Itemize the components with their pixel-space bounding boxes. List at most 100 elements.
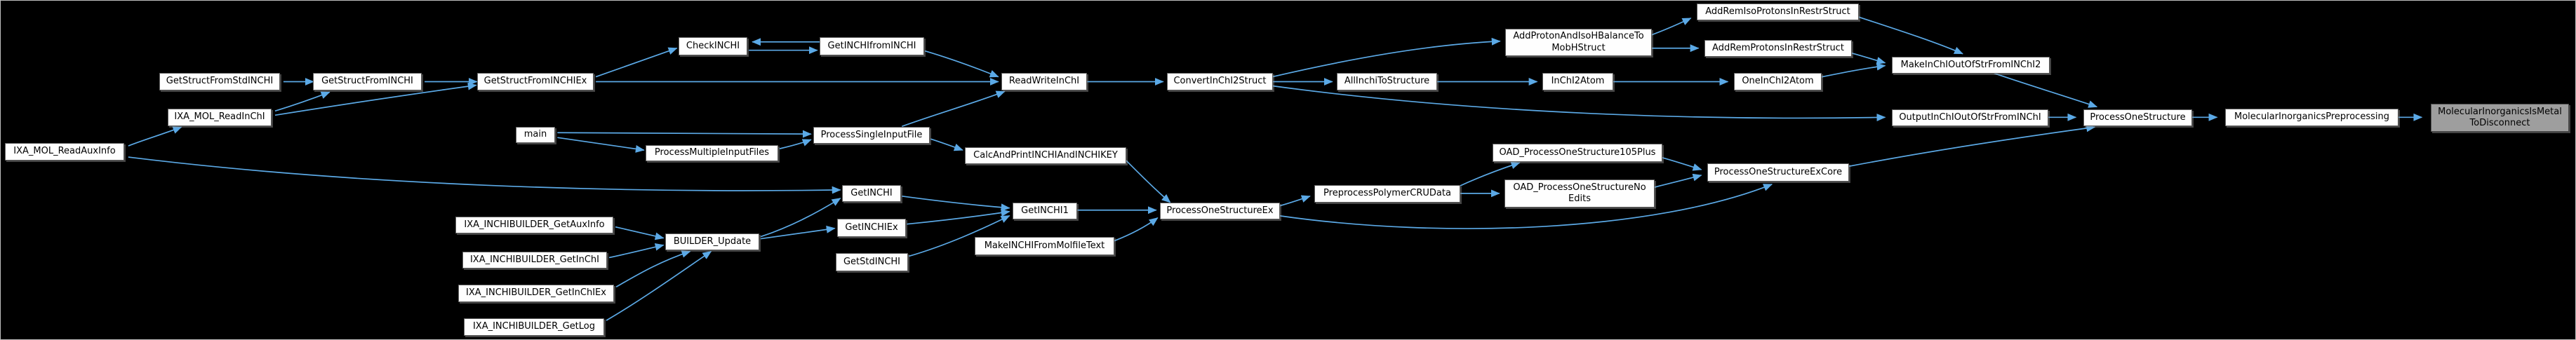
node-label: ProcessOneStructureExCore xyxy=(1714,166,1843,177)
edge-IXA_INCHIBUILDER_GetInChI-to-BUILDER_Update xyxy=(608,243,665,259)
node-IXA_INCHIBUILDER_GetLog[interactable]: IXA_INCHIBUILDER_GetLog xyxy=(464,318,604,336)
node-IXA_MOL_ReadAuxInfo[interactable]: IXA_MOL_ReadAuxInfo xyxy=(5,143,124,161)
edge-IXA_MOL_ReadAuxInfo-to-IXA_MOL_ReadInChI xyxy=(128,126,182,147)
node-ProcessSingleInputFile[interactable]: ProcessSingleInputFile xyxy=(813,127,930,144)
node-label: MolecularInorganicsPreprocessing xyxy=(2234,111,2389,123)
node-ConvertInChI2Struct[interactable]: ConvertInChI2Struct xyxy=(1167,73,1273,90)
node-GetINCHI[interactable]: GetINCHI xyxy=(842,185,901,202)
node-label: IXA_INCHIBUILDER_GetLog xyxy=(472,321,596,332)
node-label: MakeInChIOutOfStrFromINChI2 xyxy=(1900,59,2041,70)
edge-ProcessOneStructureEx-to-PreprocessPolymerCRUData xyxy=(1279,195,1311,207)
node-label: OAD_ProcessOneStructureNo xyxy=(1513,182,1646,193)
node-ProcessMultipleInputFiles[interactable]: ProcessMultipleInputFiles xyxy=(646,145,778,161)
node-MolecularInorganicsPreprocessing[interactable]: MolecularInorganicsPreprocessing xyxy=(2225,109,2398,126)
node-ProcessOneStructure[interactable]: ProcessOneStructure xyxy=(2083,109,2192,126)
edge-main-to-ProcessMultipleInputFiles xyxy=(557,137,645,153)
node-OAD_ProcessOneStructure105Plus[interactable]: OAD_ProcessOneStructure105Plus xyxy=(1493,144,1662,162)
node-label: GetINCHI xyxy=(850,187,893,198)
node-label: MolecularInorganicsIsMetal xyxy=(2438,106,2562,117)
edge-ConvertInChI2Struct-to-OutputInChIOutOfStrFromINChI xyxy=(1272,85,1886,122)
node-AddRemProtonsInRestrStruct[interactable]: AddRemProtonsInRestrStruct xyxy=(1704,40,1852,57)
node-main[interactable]: main xyxy=(516,127,555,143)
node-label: IXA_INCHIBUILDER_GetInChIEx xyxy=(466,287,606,299)
node-label: GetINCHIEx xyxy=(845,222,898,233)
node-label: MobHStruct xyxy=(1551,42,1606,53)
node-label: CheckINCHI xyxy=(686,40,740,51)
node-IXA_MOL_ReadInChI[interactable]: IXA_MOL_ReadInChI xyxy=(168,109,272,126)
node-ProcessOneStructureExCore[interactable]: ProcessOneStructureExCore xyxy=(1707,163,1849,182)
edge-ProcessMultipleInputFiles-to-ProcessSingleInputFile xyxy=(779,139,812,149)
node-GetStructFromINCHIEx[interactable]: GetStructFromINCHIEx xyxy=(477,73,594,90)
edge-ProcessSingleInputFile-to-CalcAndPrintINCHIAndINCHIKEY xyxy=(930,138,963,151)
node-label: GetINCHI1 xyxy=(1021,205,1069,216)
node-label: OutputInChIOutOfStrFromINChI xyxy=(1899,111,2041,123)
edge-IXA_MOL_ReadAuxInfo-to-GetINCHI xyxy=(128,156,841,194)
edge-GetINCHI-to-GetINCHI1 xyxy=(902,196,1010,212)
node-label: GetStdINCHI xyxy=(843,256,900,267)
edge-IXA_INCHIBUILDER_GetInChIEx-to-BUILDER_Update xyxy=(615,250,691,288)
node-GetStructFromINCHI[interactable]: GetStructFromINCHI xyxy=(313,73,422,90)
edge-OAD_ProcessOneStructureNoEdits-to-ProcessOneStructureExCore xyxy=(1652,173,1702,189)
node-label: AddProtonAndIsoHBalanceTo xyxy=(1513,31,1644,42)
edge-AddProtonAndIsoHBalanceToMobHStruct-to-AddRemIsoProtonsInRestrStruct xyxy=(1649,18,1692,36)
node-ProcessOneStructureEx[interactable]: ProcessOneStructureEx xyxy=(1160,203,1280,219)
edge-AddRemProtonsInRestrStruct-to-MakeInChIOutOfStrFromINChI2 xyxy=(1848,51,1886,64)
node-MakeInChIOutOfStrFromINChI2[interactable]: MakeInChIOutOfStrFromINChI2 xyxy=(1892,57,2050,74)
node-GetINCHIfromINCHI[interactable]: GetINCHIfromINCHI xyxy=(820,37,924,55)
node-label: OAD_ProcessOneStructure105Plus xyxy=(1499,147,1656,158)
node-GetStructFromStdINCHI[interactable]: GetStructFromStdINCHI xyxy=(159,73,280,90)
node-label: AllInchiToStructure xyxy=(1344,76,1430,87)
node-label: ProcessOneStructure xyxy=(2090,111,2186,123)
node-InChI2Atom[interactable]: InChI2Atom xyxy=(1542,73,1613,90)
node-label: MakeINCHIFromMolfileText xyxy=(984,240,1105,251)
edge-GetINCHIfromINCHI-to-ReadWriteInChI xyxy=(924,50,999,78)
node-label: IXA_MOL_ReadInChI xyxy=(174,111,265,123)
edge-IXA_INCHIBUILDER_GetAuxInfo-to-BUILDER_Update xyxy=(615,226,665,240)
node-GetINCHIEx[interactable]: GetINCHIEx xyxy=(837,219,906,237)
edge-main-to-ProcessSingleInputFile xyxy=(557,130,812,138)
edge-BUILDER_Update-to-GetINCHIEx xyxy=(760,225,836,240)
node-CheckINCHI[interactable]: CheckINCHI xyxy=(679,37,747,55)
node-label: IXA_INCHIBUILDER_GetInChI xyxy=(469,254,600,265)
node-label: ConvertInChI2Struct xyxy=(1173,76,1267,87)
node-label: PreprocessPolymerCRUData xyxy=(1323,188,1451,199)
edge-GetStdINCHI-to-GetINCHI1 xyxy=(909,215,1010,257)
node-label: IXA_MOL_ReadAuxInfo xyxy=(13,146,116,157)
edge-BUILDER_Update-to-GetINCHI xyxy=(760,198,841,238)
node-IXA_INCHIBUILDER_GetInChI[interactable]: IXA_INCHIBUILDER_GetInChI xyxy=(462,252,607,268)
node-PreprocessPolymerCRUData[interactable]: PreprocessPolymerCRUData xyxy=(1314,185,1460,203)
edge-ProcessSingleInputFile-to-ReadWriteInChI xyxy=(901,90,1006,128)
edge-ProcessOneStructureEx-to-ProcessOneStructureExCore xyxy=(1279,184,1773,229)
node-label: OneInChI2Atom xyxy=(1742,76,1814,87)
node-label: GetStructFromINCHIEx xyxy=(483,76,587,87)
node-label: Edits xyxy=(1568,193,1591,204)
node-label: main xyxy=(523,129,547,140)
node-AddRemIsoProtonsInRestrStruct[interactable]: AddRemIsoProtonsInRestrStruct xyxy=(1697,4,1859,20)
node-IXA_INCHIBUILDER_GetInChIEx[interactable]: IXA_INCHIBUILDER_GetInChIEx xyxy=(458,285,614,302)
edge-GetStructFromINCHIEx-to-CheckINCHI xyxy=(595,47,678,78)
edge-ConvertInChI2Struct-to-AddProtonAndIsoHBalanceToMobHStruct xyxy=(1272,37,1501,78)
node-BUILDER_Update[interactable]: BUILDER_Update xyxy=(665,233,759,250)
edge-AddRemIsoProtonsInRestrStruct-to-MakeInChIOutOfStrFromINChI2 xyxy=(1855,15,1963,55)
node-OutputInChIOutOfStrFromINChI[interactable]: OutputInChIOutOfStrFromINChI xyxy=(1892,109,2048,126)
edge-MakeINCHIFromMolfileText-to-ProcessOneStructureEx xyxy=(1114,217,1159,242)
node-MakeINCHIFromMolfileText[interactable]: MakeINCHIFromMolfileText xyxy=(975,237,1114,255)
node-OneInChI2Atom[interactable]: OneInChI2Atom xyxy=(1734,73,1822,90)
node-AllInchiToStructure[interactable]: AllInchiToStructure xyxy=(1337,73,1437,90)
node-GetStdINCHI[interactable]: GetStdINCHI xyxy=(836,253,908,271)
node-GetINCHI1[interactable]: GetINCHI1 xyxy=(1013,203,1077,219)
node-label: GetINCHIfromINCHI xyxy=(827,40,916,51)
node-CalcAndPrintINCHIAndINCHIKEY[interactable]: CalcAndPrintINCHIAndINCHIKEY xyxy=(965,147,1126,164)
node-ReadWriteInChI[interactable]: ReadWriteInChI xyxy=(1001,73,1087,90)
node-label: AddRemIsoProtonsInRestrStruct xyxy=(1705,6,1850,17)
edge-OneInChI2Atom-to-MakeInChIOutOfStrFromINChI2 xyxy=(1818,62,1886,79)
edge-IXA_MOL_ReadInChI-to-GetStructFromINCHIEx xyxy=(274,82,477,116)
node-IXA_INCHIBUILDER_GetAuxInfo[interactable]: IXA_INCHIBUILDER_GetAuxInfo xyxy=(455,217,613,233)
node-label: AddRemProtonsInRestrStruct xyxy=(1712,42,1844,53)
node-label: ProcessMultipleInputFiles xyxy=(654,147,770,158)
